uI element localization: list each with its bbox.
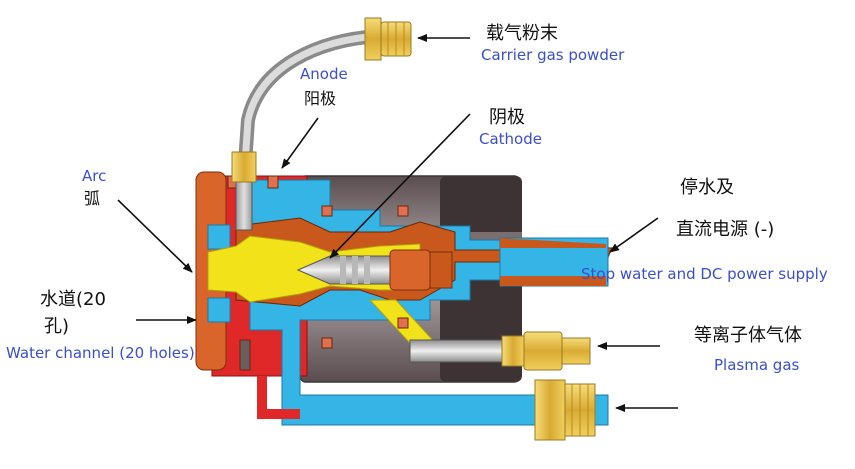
water-channel-label-zh-2: 孔) <box>44 316 70 337</box>
carrier-gas-label-zh: 载气粉末 <box>486 23 558 44</box>
powder-inlet-fitting <box>364 17 412 61</box>
stop-water-label-en: Stop water and DC power supply <box>581 265 828 283</box>
arc-label-zh: 弧 <box>84 189 101 208</box>
water-channel-label-en: Water channel (20 holes) <box>6 344 195 362</box>
cathode-label-en: Cathode <box>479 130 542 148</box>
water-channel-label-zh-1: 水道(20 <box>40 289 106 310</box>
plasma-gas-label-zh: 等离子体气体 <box>694 325 802 346</box>
stop-water-label-zh-1: 停水及 <box>680 177 734 198</box>
return-line <box>257 376 300 419</box>
pointer-arrows <box>117 34 678 412</box>
plasma-gas-pipe <box>409 339 506 363</box>
stop-water-label-zh-2: 直流电源 (-) <box>676 219 775 240</box>
water-outlet-fitting <box>534 379 596 441</box>
anode-label-en: Anode <box>300 65 348 83</box>
cathode-rod <box>296 249 453 291</box>
plasma-gas-label-en: Plasma gas <box>714 356 800 374</box>
cathode-label-zh: 阴极 <box>489 107 525 128</box>
anode-label-zh: 阳极 <box>304 89 337 108</box>
plasma-gas-fitting <box>501 331 591 371</box>
carrier-gas-label-en: Carrier gas powder <box>481 46 625 64</box>
arc-label-en: Arc <box>82 167 107 185</box>
